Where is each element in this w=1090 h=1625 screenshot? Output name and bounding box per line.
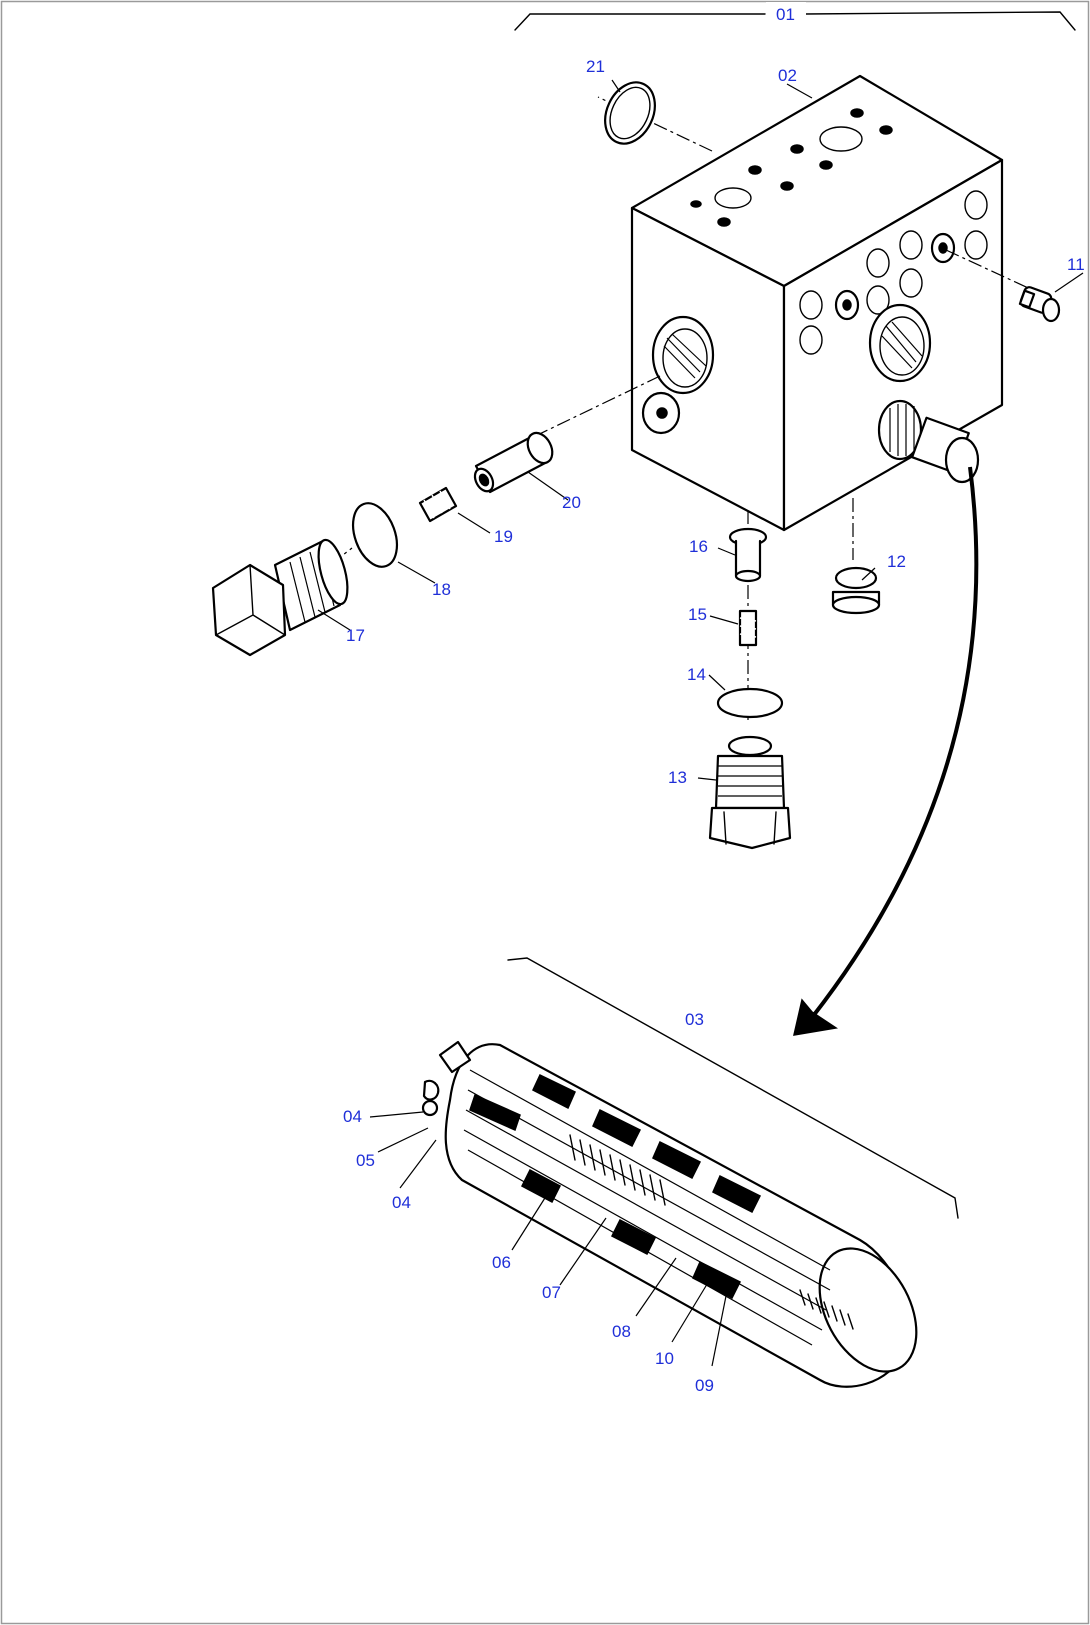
callout-10: 10 xyxy=(655,1349,674,1368)
callout-09: 09 xyxy=(695,1376,714,1395)
callout-02: 02 xyxy=(778,66,797,85)
spring-15 xyxy=(738,609,758,647)
callout-07: 07 xyxy=(542,1283,561,1302)
callout-05: 05 xyxy=(356,1151,375,1170)
callout-04-top: 04 xyxy=(343,1107,362,1126)
spring-19 xyxy=(418,486,458,523)
callout-01: 01 xyxy=(776,5,795,24)
callout-18: 18 xyxy=(432,580,451,599)
callout-19: 19 xyxy=(494,527,513,546)
callout-20: 20 xyxy=(562,493,581,512)
callout-04-bottom: 04 xyxy=(392,1193,411,1212)
o-ring-14 xyxy=(716,687,784,719)
callout-21: 21 xyxy=(586,57,605,76)
callout-11: 11 xyxy=(1067,255,1085,274)
cartridge-cutaway xyxy=(421,1040,918,1388)
o-ring-21 xyxy=(604,81,656,145)
plug-17 xyxy=(211,538,349,657)
assembly-bracket-01 xyxy=(514,11,1076,31)
valve-block xyxy=(630,74,1004,532)
callout-17: 17 xyxy=(346,626,365,645)
callout-labels: 01 21 02 11 20 19 18 17 16 12 15 14 13 0… xyxy=(343,2,1085,1395)
callout-14: 14 xyxy=(687,665,706,684)
callout-13: 13 xyxy=(668,768,687,787)
o-ring-18 xyxy=(351,502,399,568)
callout-06: 06 xyxy=(492,1253,511,1272)
assembly-bracket-03 xyxy=(507,957,959,1219)
callout-12: 12 xyxy=(887,552,906,571)
callout-15: 15 xyxy=(688,605,707,624)
callout-08: 08 xyxy=(612,1322,631,1341)
poppet-16 xyxy=(728,527,768,583)
plug-13 xyxy=(708,735,792,850)
callout-16: 16 xyxy=(689,537,708,556)
axis-11 xyxy=(945,249,1038,293)
detail-arrow xyxy=(793,466,979,1036)
leader-lines xyxy=(317,79,1084,1367)
poppet-20 xyxy=(473,431,554,494)
plug-12 xyxy=(831,566,881,615)
callout-01-bg xyxy=(766,2,806,24)
plug-11 xyxy=(1018,286,1061,323)
callout-03: 03 xyxy=(685,1010,704,1029)
